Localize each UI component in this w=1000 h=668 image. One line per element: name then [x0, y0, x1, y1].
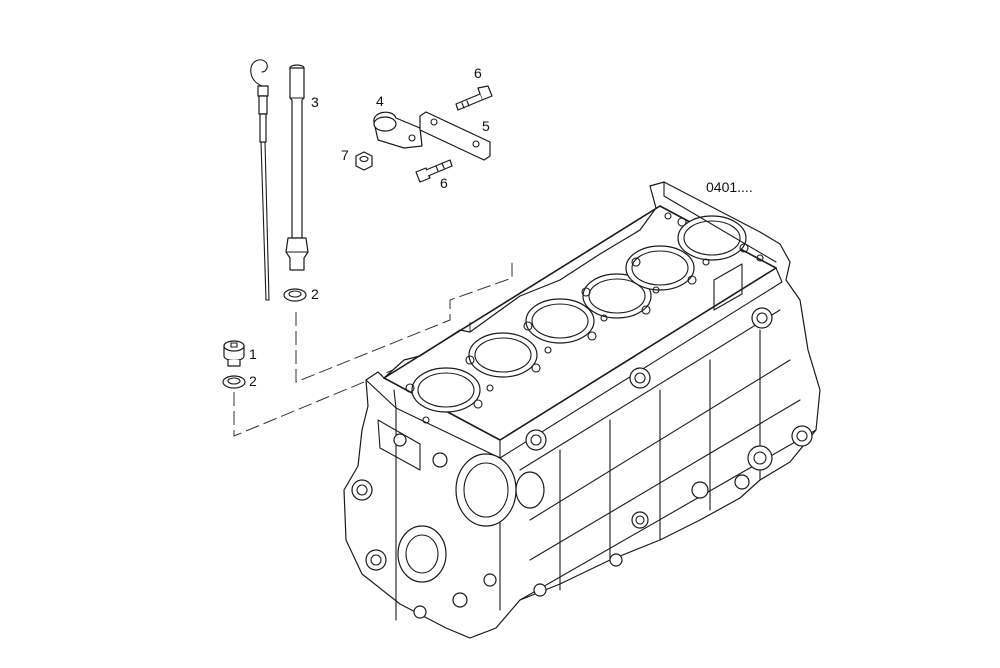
tube-clamp	[373, 111, 423, 149]
cylinder-bores	[411, 215, 747, 413]
block-side-bosses	[525, 307, 813, 597]
mounting-plate	[419, 111, 491, 161]
sealing-washer-lower	[222, 375, 246, 389]
callout-1: 1	[249, 346, 257, 362]
callout-5: 5	[482, 118, 490, 134]
engine-block	[343, 181, 821, 639]
callout-labels: 1 2 2 3 4 5 6 6 7	[249, 65, 490, 389]
hex-nut	[355, 151, 373, 171]
callout-6-upper: 6	[474, 65, 482, 81]
dipstick-guide-tube	[285, 64, 309, 271]
callout-7: 7	[341, 147, 349, 163]
dashed-leader-lines	[233, 262, 513, 437]
sealing-washer-upper	[283, 288, 307, 302]
callout-2-lower: 2	[249, 373, 257, 389]
callout-4: 4	[376, 93, 384, 109]
dipstick	[250, 59, 270, 301]
reference-code: 0401....	[706, 179, 753, 195]
callout-6-lower: 6	[440, 175, 448, 191]
bolt-upper	[455, 85, 493, 111]
callout-3: 3	[311, 94, 319, 110]
bolt-lower	[415, 159, 453, 183]
head-bolt-holes	[405, 212, 764, 424]
block-front-face	[351, 379, 545, 621]
drain-plug	[223, 340, 245, 367]
callout-2-upper: 2	[311, 286, 319, 302]
